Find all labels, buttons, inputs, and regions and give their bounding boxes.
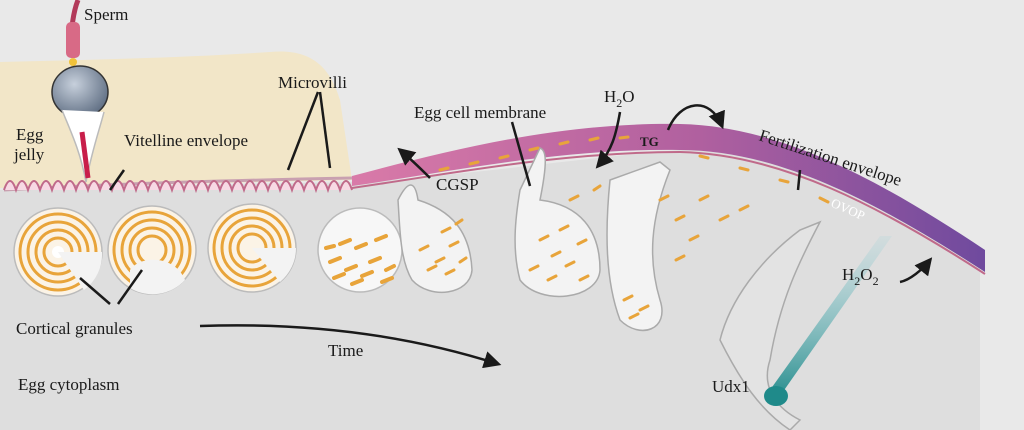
label-time: Time xyxy=(328,341,363,360)
exocytosis-pocket-3 xyxy=(606,161,750,331)
udx1-enzyme xyxy=(764,236,892,406)
label-cortical-granules: Cortical granules xyxy=(16,319,133,338)
arrows xyxy=(79,91,933,369)
label-cgsp: CGSP xyxy=(436,175,479,194)
cortical-granule-4 xyxy=(317,207,403,293)
label-h2o: H2O xyxy=(604,87,635,110)
microvilli-pointer-2 xyxy=(318,91,332,169)
exocytosis-pocket-1 xyxy=(397,184,473,294)
cytoplasm-fold xyxy=(719,220,822,430)
vitelline-envelope xyxy=(3,176,353,194)
label-vitelline-envelope: Vitelline envelope xyxy=(124,131,248,150)
cgsp-arrow xyxy=(397,147,431,179)
tg-crosslink-arrow xyxy=(666,104,725,131)
label-tg: TG xyxy=(640,134,659,149)
fert-env-pointer xyxy=(796,169,802,191)
microvilli-pointer-1 xyxy=(286,91,320,171)
fertilization-envelope-band xyxy=(352,123,985,273)
exocytosis-pocket-2 xyxy=(514,147,602,298)
microvilli xyxy=(3,180,353,194)
cortical-granule-2 xyxy=(107,205,197,295)
h2o2-arrow xyxy=(899,257,933,284)
cortical-granule-3 xyxy=(207,203,297,293)
egg-membrane-line xyxy=(351,150,986,275)
h2o-arrow xyxy=(595,111,622,169)
label-egg-cytoplasm: Egg cytoplasm xyxy=(18,375,120,394)
label-sperm: Sperm xyxy=(84,5,128,24)
cortical-granule-1 xyxy=(13,207,103,297)
membrane-pointer xyxy=(510,121,532,187)
cortical-pointer-2 xyxy=(116,269,144,305)
sperm xyxy=(51,0,109,183)
egg-jelly-region xyxy=(0,51,352,188)
label-microvilli: Microvilli xyxy=(278,73,347,92)
cortical-pointer-1 xyxy=(79,277,111,305)
time-arrow xyxy=(199,324,502,369)
label-udx1: Udx1 xyxy=(712,377,750,396)
released-granule-contents xyxy=(438,135,830,204)
label-egg-jelly-2: jelly xyxy=(13,145,45,164)
vitelline-pointer xyxy=(108,169,126,191)
label-egg-cell-membrane: Egg cell membrane xyxy=(414,103,546,122)
label-h2o2: H2O2 xyxy=(842,265,879,288)
label-egg-jelly-1: Egg xyxy=(16,125,44,144)
